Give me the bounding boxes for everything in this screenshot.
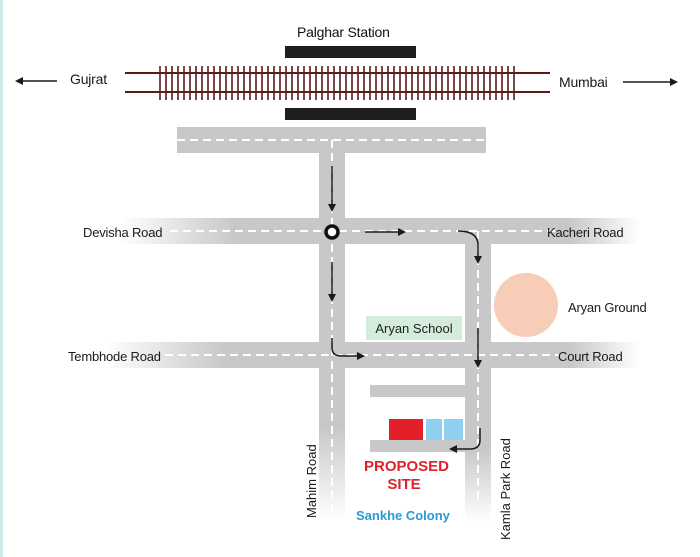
proposed-site-line2: SITE — [387, 476, 421, 493]
railway-track — [125, 66, 550, 100]
road-label-kacheri: Kacheri Road — [547, 225, 624, 240]
junction-circle-icon — [324, 224, 340, 240]
road-label-devisha: Devisha Road — [83, 225, 163, 240]
aryan-ground-circle — [494, 273, 558, 337]
road-label-court: Court Road — [558, 349, 623, 364]
direction-mumbai-label: Mumbai — [559, 74, 608, 90]
station-label: Palghar Station — [297, 24, 390, 40]
proposed-site-line1: PROPOSED — [364, 458, 450, 475]
landmark-aryan-school: Aryan School — [366, 316, 462, 340]
proposed-site-label: PROPOSED SITE — [364, 458, 450, 494]
landmark-aryan-ground: Aryan Ground — [568, 300, 647, 315]
route-arrow-turn-2 — [331, 338, 365, 360]
road-label-tembhode: Tembhode Road — [68, 349, 161, 364]
landmark-sankhe-colony: Sankhe Colony — [356, 508, 450, 523]
left-border — [0, 0, 3, 557]
platform-top — [285, 46, 416, 58]
site-block-blue-2 — [444, 419, 463, 440]
road-label-mahim: Mahim Road — [304, 444, 319, 518]
direction-gujrat-label: Gujrat — [70, 71, 107, 87]
road-label-kamla-park: Kamla Park Road — [498, 438, 513, 540]
site-block-blue-1 — [426, 419, 442, 440]
route-arrow-turn-3 — [449, 428, 481, 453]
site-block-red — [389, 419, 423, 440]
platform-bottom — [285, 108, 416, 120]
route-arrow-turn-1 — [457, 230, 482, 264]
